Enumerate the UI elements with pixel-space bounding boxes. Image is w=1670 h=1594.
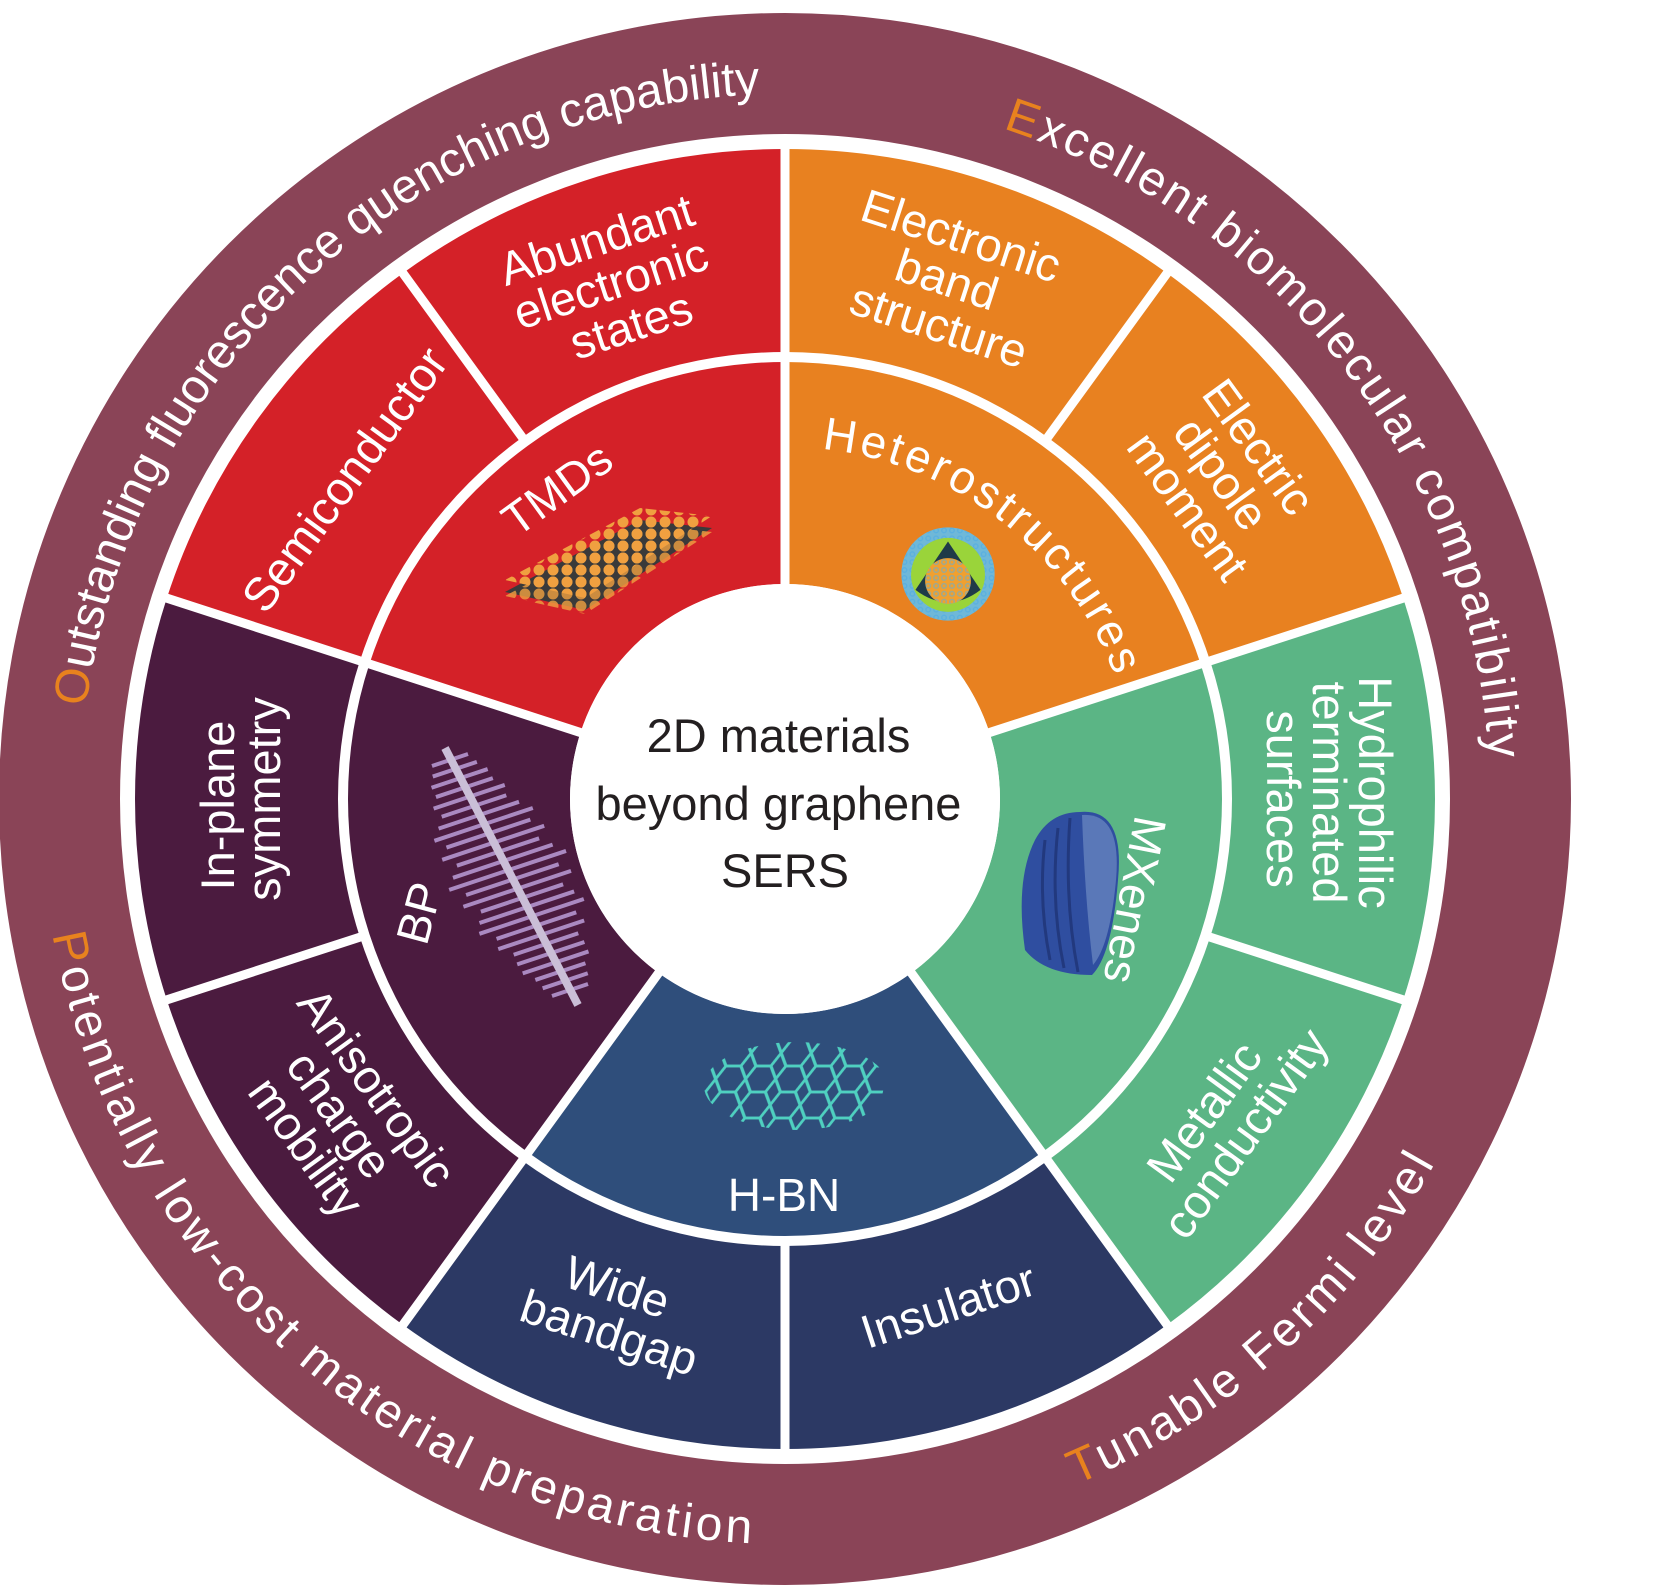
stacked-flake-icon (1021, 811, 1119, 975)
segment-bp-1 (166, 937, 523, 1325)
material-label-hbn: H-BN (728, 1169, 840, 1221)
sector-divider (898, 958, 1177, 1336)
svg-text:Hydrophilic terminated: Hydrophilic terminated surfaces (1257, 676, 1402, 922)
svg-text:H-BN: H-BN (728, 1169, 840, 1221)
segment-heterostructures-1 (785, 149, 1168, 438)
center-circle (570, 584, 1000, 1014)
sector-divider (973, 590, 1415, 742)
segment-tmds-2 (402, 149, 785, 438)
segment-divider (155, 930, 368, 1008)
segment-hbn-1 (785, 1160, 1168, 1449)
segment-divider (1202, 930, 1415, 1008)
center-title: 2D materials beyond graphene SERS (596, 709, 975, 897)
property-hydrophilic-terminated-surfaces: Hydrophilic terminated surfaces (1257, 676, 1402, 922)
segment-heterostructures-2 (1047, 273, 1404, 661)
sector-heterostructures (785, 362, 1201, 733)
sector-bp (348, 663, 659, 1153)
sectors (135, 149, 1435, 1449)
segment-tmds-1 (166, 273, 523, 661)
outer-ring (0, 13, 1571, 1585)
sector-divider (393, 958, 672, 1336)
segment-mxenes-2 (1047, 937, 1404, 1325)
starburst-crystal-icon (430, 746, 590, 1007)
segment-divider (393, 262, 531, 446)
sector-divider (155, 590, 597, 742)
core-shell-sphere-icon (901, 527, 995, 621)
crystal-spine (441, 746, 582, 1007)
segment-bp-2 (135, 598, 360, 1000)
segment-mxenes-1 (1210, 598, 1435, 1000)
property-in-plane-symmetry: In-plane symmetry (191, 697, 290, 901)
svg-text:In-plane symmetry: In-plane symmetry (191, 697, 290, 901)
segment-divider (1039, 262, 1177, 446)
dividers (155, 139, 1415, 1459)
segment-hbn-2 (402, 1160, 785, 1449)
layered-lattice-icon (505, 508, 712, 614)
hexagonal-lattice-icon (704, 1042, 888, 1130)
